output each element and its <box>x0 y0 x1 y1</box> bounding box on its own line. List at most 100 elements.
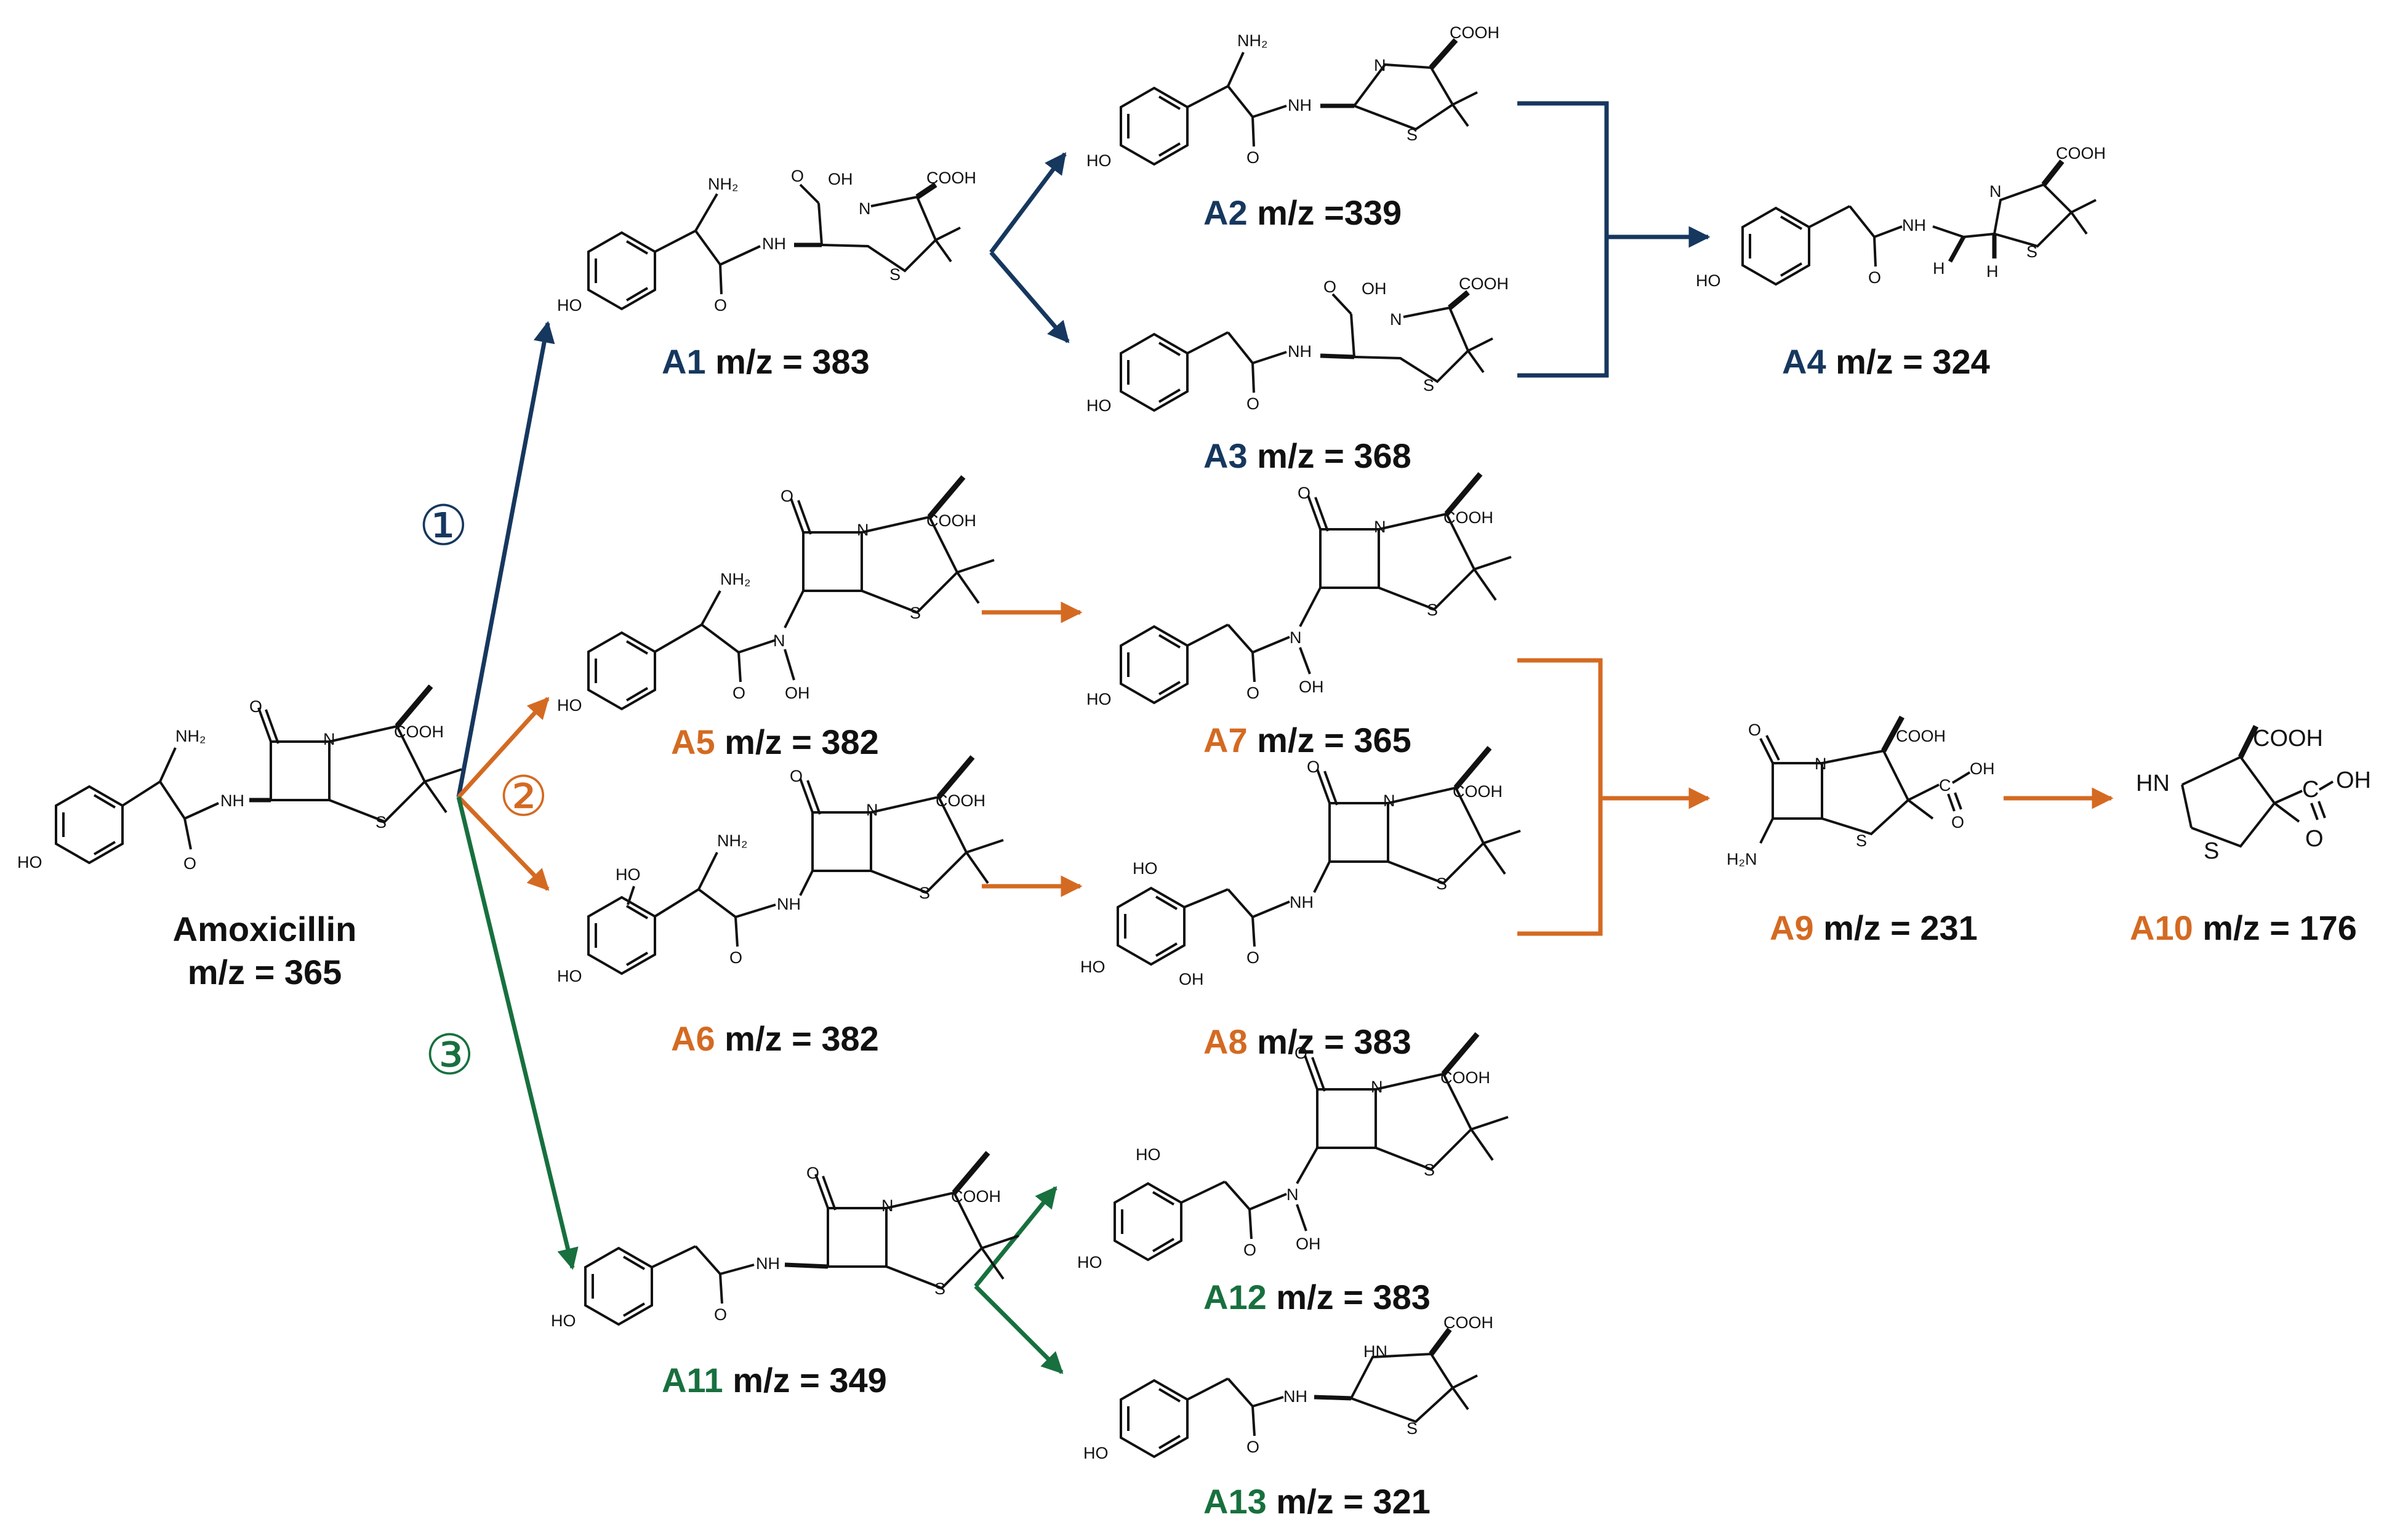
svg-text:HO: HO <box>1086 690 1112 708</box>
svg-text:OH: OH <box>1296 1235 1321 1253</box>
svg-text:S: S <box>1436 875 1447 893</box>
svg-text:NH₂: NH₂ <box>708 175 738 193</box>
svg-text:H₂N: H₂N <box>1727 850 1757 868</box>
svg-text:HO: HO <box>557 967 582 985</box>
a7-label: A7 m/z = 365 <box>1203 721 1411 759</box>
structure-a4: HO O NH H H N S COOH <box>1696 144 2106 290</box>
svg-text:O: O <box>1298 484 1310 502</box>
svg-text:COOH: COOH <box>1450 23 1499 42</box>
svg-text:N: N <box>857 521 869 539</box>
svg-text:N: N <box>1383 791 1395 810</box>
svg-text:O: O <box>1243 1241 1256 1259</box>
svg-text:N: N <box>1815 755 1827 773</box>
a3-label: A3 m/z = 368 <box>1203 436 1411 475</box>
a1-label: A1 m/z = 383 <box>662 342 870 381</box>
svg-text:N: N <box>1374 56 1386 74</box>
arrow-a1-to-a3 <box>989 250 1070 343</box>
svg-text:HO: HO <box>557 296 582 314</box>
svg-text:NH: NH <box>777 895 801 913</box>
svg-text:O: O <box>1748 721 1761 739</box>
svg-text:N: N <box>1371 1078 1383 1096</box>
svg-text:O: O <box>249 697 262 716</box>
svg-text:S: S <box>1423 376 1434 395</box>
pathway-2-marker: ② <box>499 764 548 829</box>
svg-text:O: O <box>1323 278 1336 296</box>
svg-text:COOH: COOH <box>951 1187 1001 1206</box>
svg-text:COOH: COOH <box>2253 726 2323 751</box>
svg-text:O: O <box>714 1305 727 1324</box>
pathway-1-marker: ① <box>419 494 468 558</box>
svg-text:O: O <box>1246 148 1259 167</box>
svg-text:NH: NH <box>1288 342 1312 361</box>
structure-a5: HO NH₂ O N OH O N S COOH <box>557 477 994 715</box>
structure-a1: HO NH₂ O NH O OH N S COOH <box>557 167 976 314</box>
svg-text:O: O <box>790 767 803 785</box>
svg-text:COOH: COOH <box>1459 274 1509 293</box>
a4-label: A4 m/z = 324 <box>1782 342 1990 381</box>
pathway-3-marker: ③ <box>425 1023 475 1087</box>
a10-label: A10 m/z = 176 <box>2130 908 2357 947</box>
svg-text:O: O <box>1246 948 1259 967</box>
svg-text:HN: HN <box>1363 1342 1387 1361</box>
svg-text:NH: NH <box>1902 216 1926 234</box>
svg-text:HO: HO <box>1696 271 1721 290</box>
svg-text:NH: NH <box>762 234 786 253</box>
svg-text:O: O <box>729 948 742 967</box>
svg-text:OH: OH <box>785 684 810 702</box>
svg-text:O: O <box>806 1164 819 1182</box>
svg-text:HO: HO <box>1086 396 1112 415</box>
svg-text:NH: NH <box>1290 893 1314 911</box>
svg-text:H: H <box>1986 262 1999 281</box>
a11-label: A11 m/z = 349 <box>662 1361 887 1400</box>
structure-a8: HO HO OH O NH O N S COOH <box>1080 748 1520 988</box>
svg-text:O: O <box>1307 758 1320 776</box>
arrow-a11-to-a13 <box>974 1284 1064 1374</box>
svg-text:N: N <box>866 801 878 819</box>
a8-label: A8 m/z = 383 <box>1203 1022 1411 1061</box>
svg-text:HO: HO <box>1080 958 1106 976</box>
amoxicillin-name: Amoxicillin <box>172 910 357 948</box>
svg-text:NH: NH <box>220 791 244 810</box>
svg-text:OH: OH <box>2336 767 2371 793</box>
svg-text:N: N <box>881 1196 894 1215</box>
svg-text:S: S <box>2204 838 2219 864</box>
svg-text:HN: HN <box>2136 771 2170 796</box>
svg-text:N: N <box>323 730 335 748</box>
svg-text:O: O <box>714 296 727 314</box>
svg-text:COOH: COOH <box>1896 727 1946 745</box>
svg-text:S: S <box>375 813 387 831</box>
svg-text:S: S <box>1424 1161 1435 1179</box>
svg-text:OH: OH <box>1362 279 1387 298</box>
svg-text:COOH: COOH <box>2056 144 2106 162</box>
arrow-amoxicillin-to-a5 <box>457 697 550 799</box>
a13-label: A13 m/z = 321 <box>1203 1482 1431 1521</box>
svg-text:HO: HO <box>1133 859 1158 878</box>
arrow-amoxicillin-to-a6 <box>457 795 550 891</box>
svg-text:S: S <box>919 884 930 902</box>
svg-text:HO: HO <box>557 696 582 715</box>
svg-text:NH: NH <box>1283 1387 1307 1406</box>
svg-text:COOH: COOH <box>1443 508 1493 527</box>
svg-text:S: S <box>2026 242 2037 261</box>
svg-text:O: O <box>1246 1438 1259 1456</box>
svg-text:COOH: COOH <box>926 169 976 187</box>
svg-text:O: O <box>1294 1044 1307 1062</box>
structure-a10: HN S COOH C OH O <box>2136 724 2371 864</box>
svg-text:HO: HO <box>1077 1253 1102 1272</box>
a9-label: A9 m/z = 231 <box>1770 908 1978 947</box>
svg-text:N: N <box>859 199 871 218</box>
svg-text:C: C <box>1939 776 1951 795</box>
svg-text:O: O <box>732 684 745 702</box>
svg-text:NH: NH <box>1288 96 1312 114</box>
svg-text:S: S <box>1427 601 1438 619</box>
a5-label: A5 m/z = 382 <box>671 723 879 761</box>
structure-a3: HO O NH O OH N S COOH <box>1086 274 1509 415</box>
svg-text:NH₂: NH₂ <box>717 831 747 850</box>
svg-text:COOH: COOH <box>1453 782 1503 801</box>
bracket-a2-a3 <box>1517 101 1609 378</box>
svg-text:O: O <box>1246 395 1259 413</box>
structure-a7: HO O N OH O N S COOH <box>1086 474 1511 708</box>
svg-text:N: N <box>773 631 785 650</box>
